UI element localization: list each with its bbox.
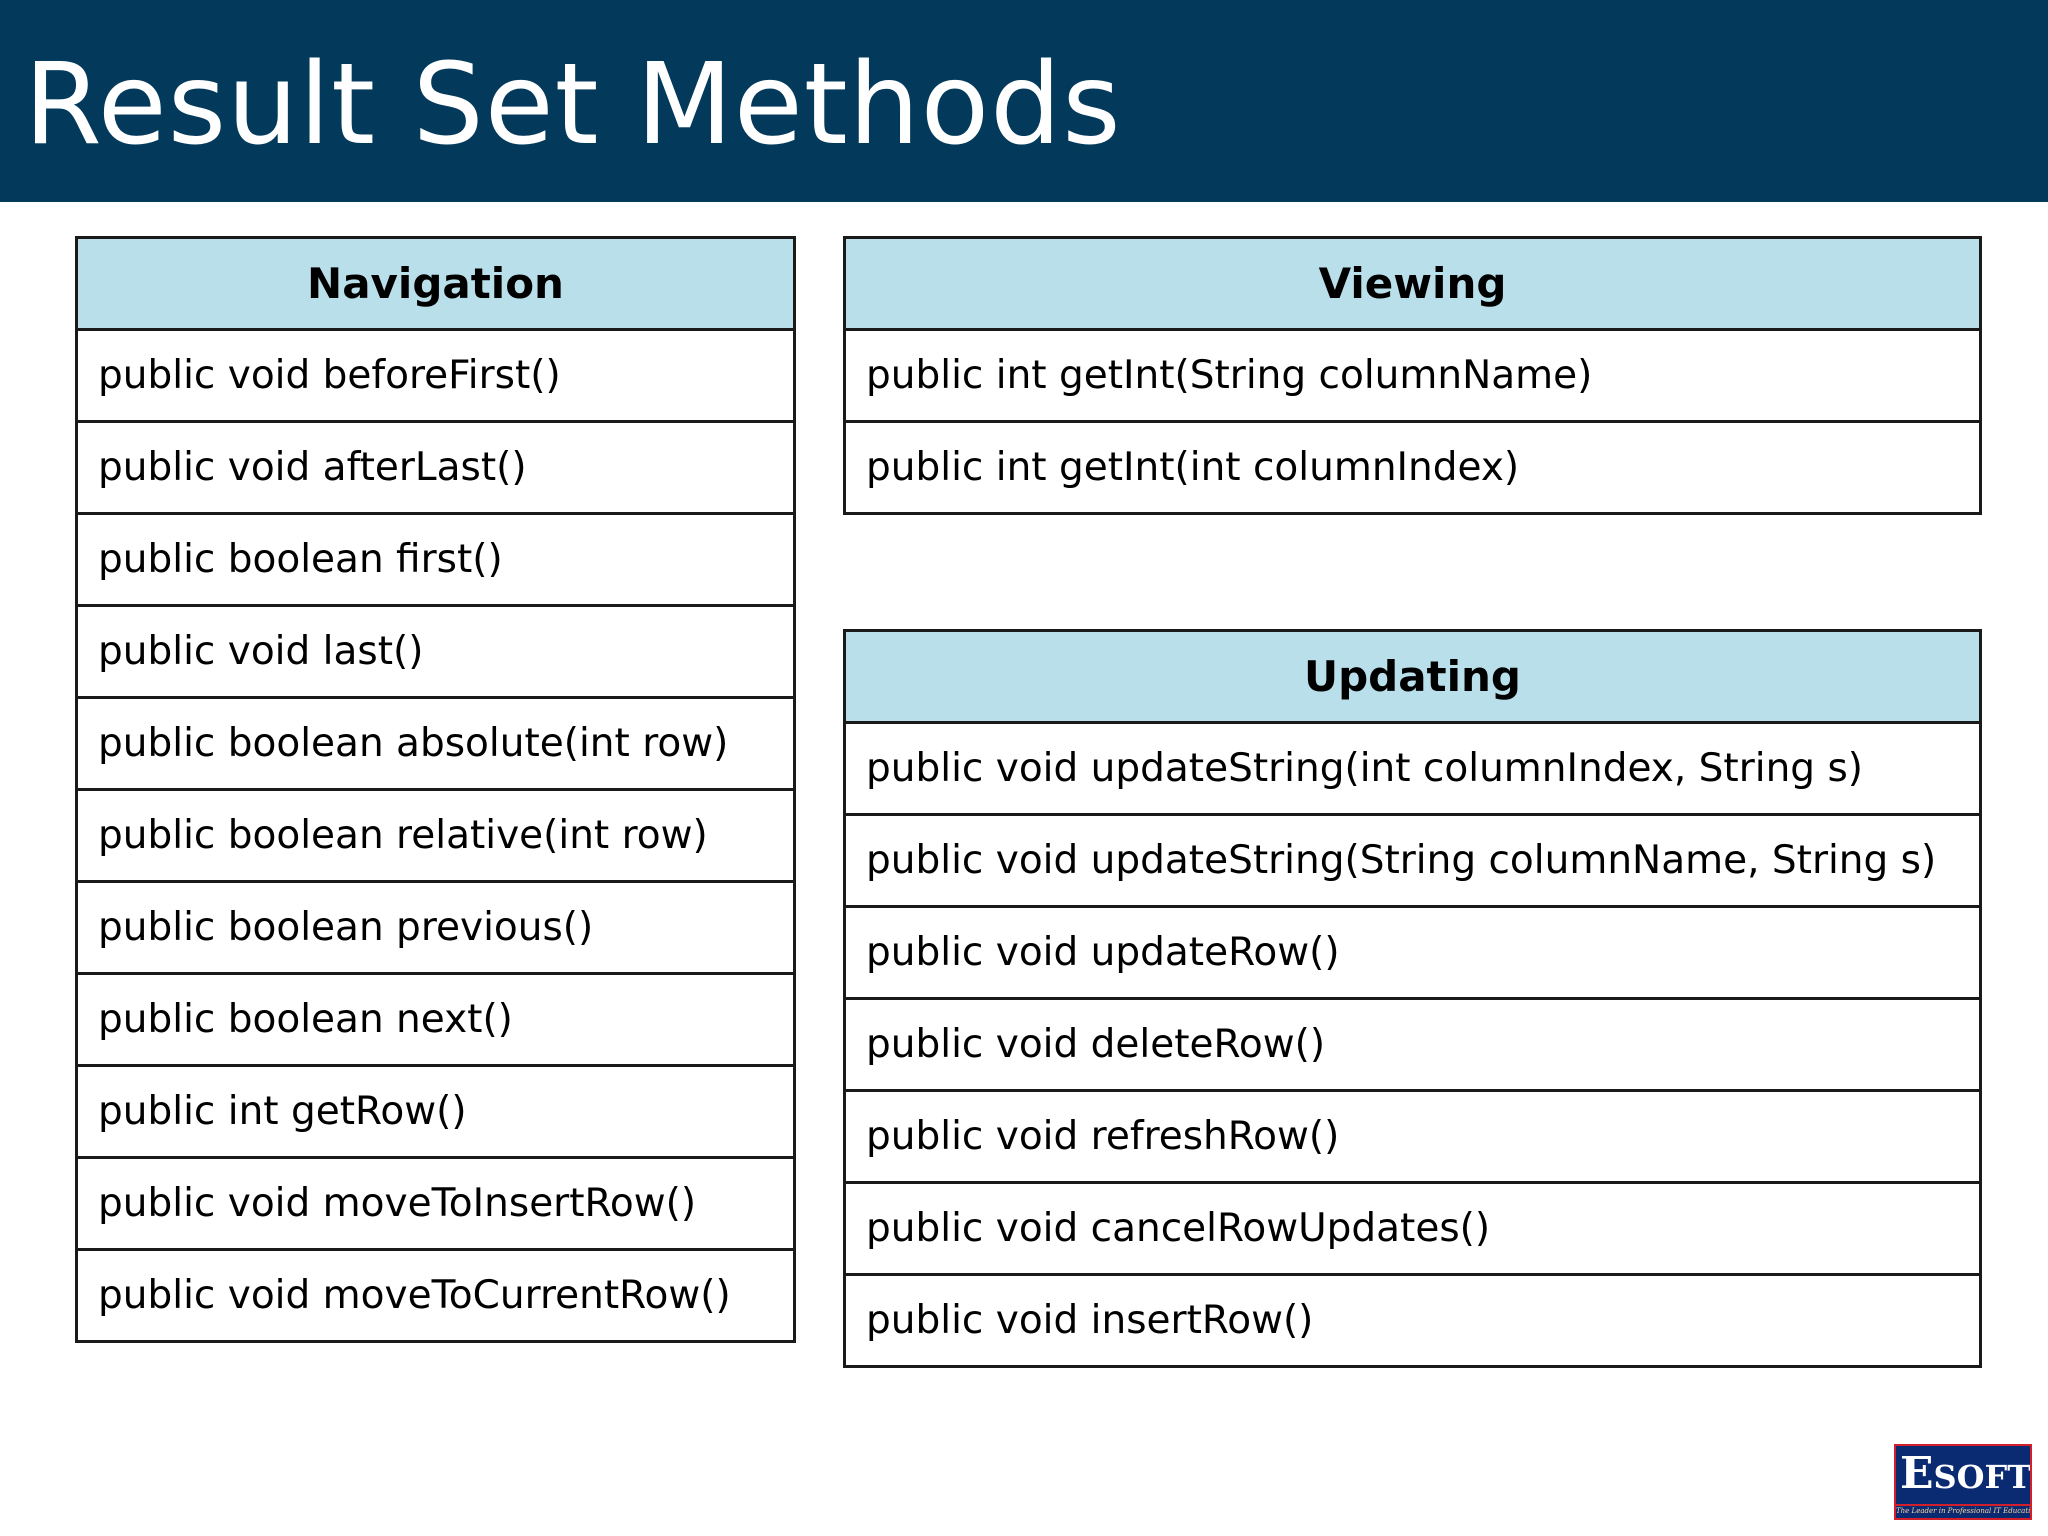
viewing-header: Viewing	[843, 236, 1982, 331]
table-header-row: Navigation	[75, 236, 796, 331]
logo-divider	[1896, 1504, 2030, 1506]
table-row: public void beforeFirst()	[75, 328, 796, 423]
updating-table: Updating public void updateString(int co…	[843, 629, 1982, 1368]
table-row: public void updateString(String columnNa…	[843, 813, 1982, 908]
updating-header: Updating	[843, 629, 1982, 724]
method-cell: public void last()	[75, 604, 796, 699]
method-cell: public boolean previous()	[75, 880, 796, 975]
title-bar: Result Set Methods	[0, 0, 2048, 202]
table-row: public void moveToCurrentRow()	[75, 1248, 796, 1343]
method-cell: public void beforeFirst()	[75, 328, 796, 423]
logo-wordmark: ESOFT	[1900, 1448, 2032, 1503]
method-cell: public void cancelRowUpdates()	[843, 1181, 1982, 1276]
method-cell: public void updateString(int columnIndex…	[843, 721, 1982, 816]
method-cell: public void moveToCurrentRow()	[75, 1248, 796, 1343]
logo-tagline: The Leader in Professional IT Education	[1896, 1507, 2032, 1515]
viewing-table: Viewing public int getInt(String columnN…	[843, 236, 1982, 515]
method-cell: public void updateRow()	[843, 905, 1982, 1000]
table-row: public void insertRow()	[843, 1273, 1982, 1368]
table-row: public boolean next()	[75, 972, 796, 1067]
method-cell: public void deleteRow()	[843, 997, 1982, 1092]
logo-initial: E	[1900, 1448, 1934, 1499]
table-row: public boolean previous()	[75, 880, 796, 975]
method-cell: public int getRow()	[75, 1064, 796, 1159]
method-cell: public boolean first()	[75, 512, 796, 607]
table-row: public int getInt(String columnName)	[843, 328, 1982, 423]
method-cell: public void afterLast()	[75, 420, 796, 515]
logo-word-rest: SOFT	[1933, 1458, 2032, 1496]
table-row: public void moveToInsertRow()	[75, 1156, 796, 1251]
table-row: public void last()	[75, 604, 796, 699]
table-row: public boolean first()	[75, 512, 796, 607]
table-header-row: Viewing	[843, 236, 1982, 331]
slide-title: Result Set Methods	[24, 40, 1122, 170]
method-cell: public void moveToInsertRow()	[75, 1156, 796, 1251]
method-cell: public void refreshRow()	[843, 1089, 1982, 1184]
table-row: public void cancelRowUpdates()	[843, 1181, 1982, 1276]
method-cell: public void insertRow()	[843, 1273, 1982, 1368]
table-row: public int getRow()	[75, 1064, 796, 1159]
table-row: public void deleteRow()	[843, 997, 1982, 1092]
navigation-header: Navigation	[75, 236, 796, 331]
esoft-logo: ESOFT The Leader in Professional IT Educ…	[1894, 1444, 2032, 1520]
method-cell: public boolean relative(int row)	[75, 788, 796, 883]
method-cell: public void updateString(String columnNa…	[843, 813, 1982, 908]
table-row: public void refreshRow()	[843, 1089, 1982, 1184]
method-cell: public int getInt(String columnName)	[843, 328, 1982, 423]
table-row: public int getInt(int columnIndex)	[843, 420, 1982, 515]
table-row: public void updateString(int columnIndex…	[843, 721, 1982, 816]
method-cell: public int getInt(int columnIndex)	[843, 420, 1982, 515]
table-row: public boolean absolute(int row)	[75, 696, 796, 791]
table-row: public boolean relative(int row)	[75, 788, 796, 883]
method-cell: public boolean next()	[75, 972, 796, 1067]
navigation-table: Navigation public void beforeFirst() pub…	[75, 236, 796, 1343]
table-header-row: Updating	[843, 629, 1982, 724]
table-row: public void afterLast()	[75, 420, 796, 515]
table-row: public void updateRow()	[843, 905, 1982, 1000]
method-cell: public boolean absolute(int row)	[75, 696, 796, 791]
